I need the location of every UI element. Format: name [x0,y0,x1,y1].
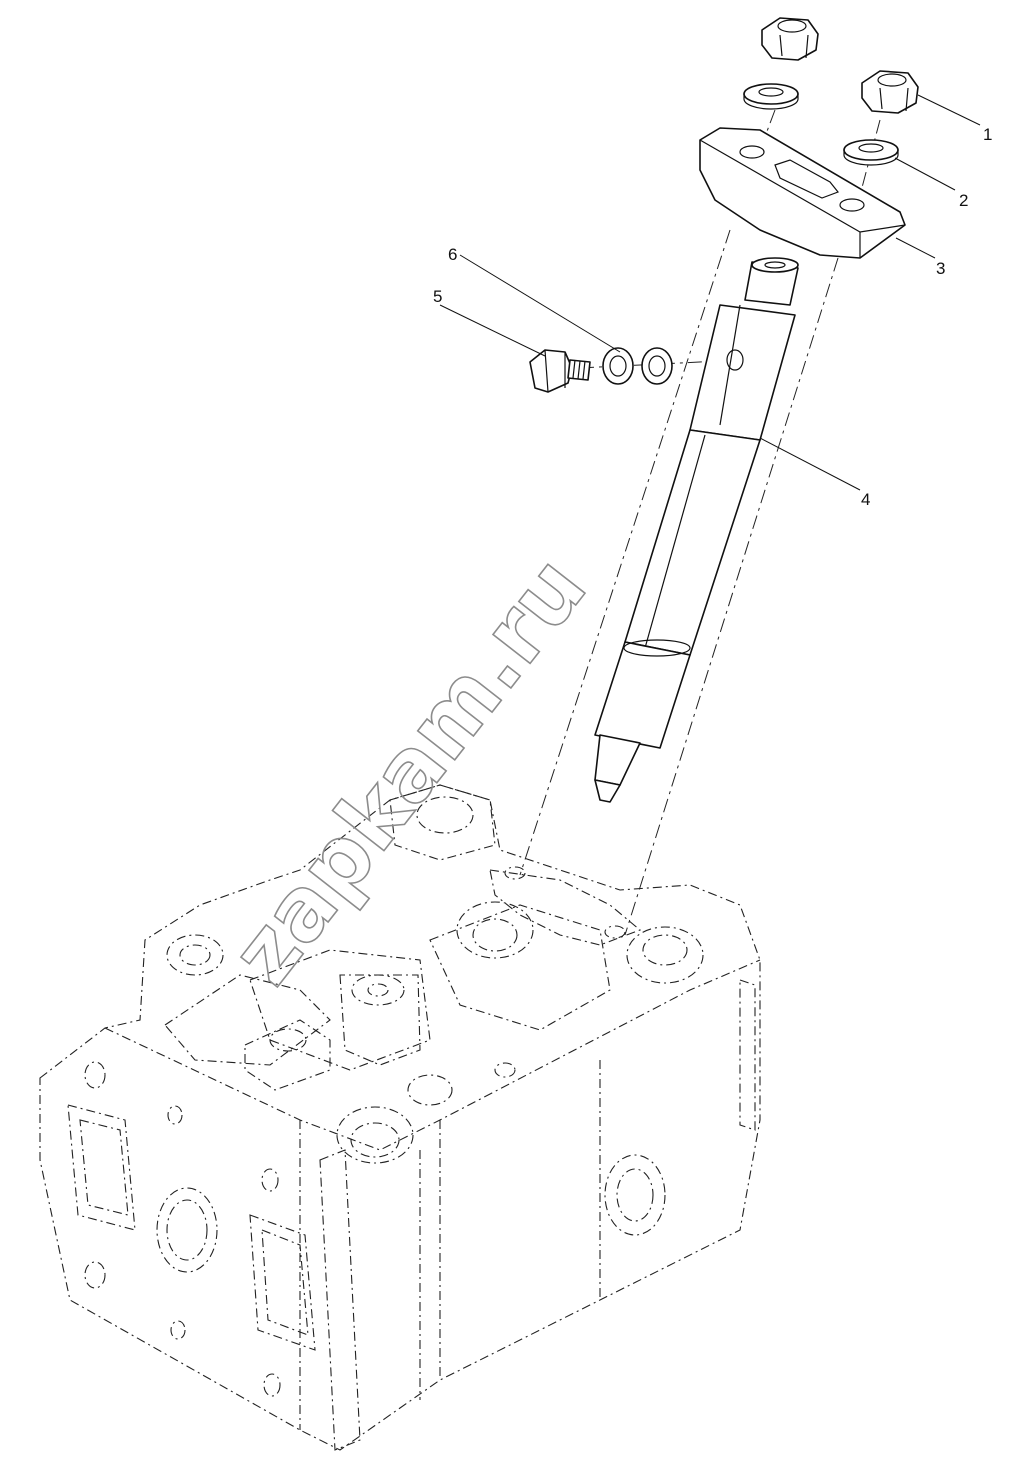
clamp-icon [699,127,906,259]
callout-6: 6 [448,245,457,264]
cylinder-head [39,784,761,1451]
callout-1: 1 [983,125,992,144]
nut-icon [761,17,819,61]
callout-5: 5 [433,287,442,306]
bolt-icon [529,349,591,393]
leader-lines [439,94,981,491]
callout-3: 3 [936,259,945,278]
nut-icon [861,70,919,114]
injector-icon [594,257,799,803]
sealing-washer-icon [602,347,634,385]
washer-icon [743,83,799,110]
callout-2: 2 [959,191,968,210]
callout-4: 4 [861,490,870,509]
washer-icon [843,139,899,166]
sealing-washer-icon [641,347,673,385]
